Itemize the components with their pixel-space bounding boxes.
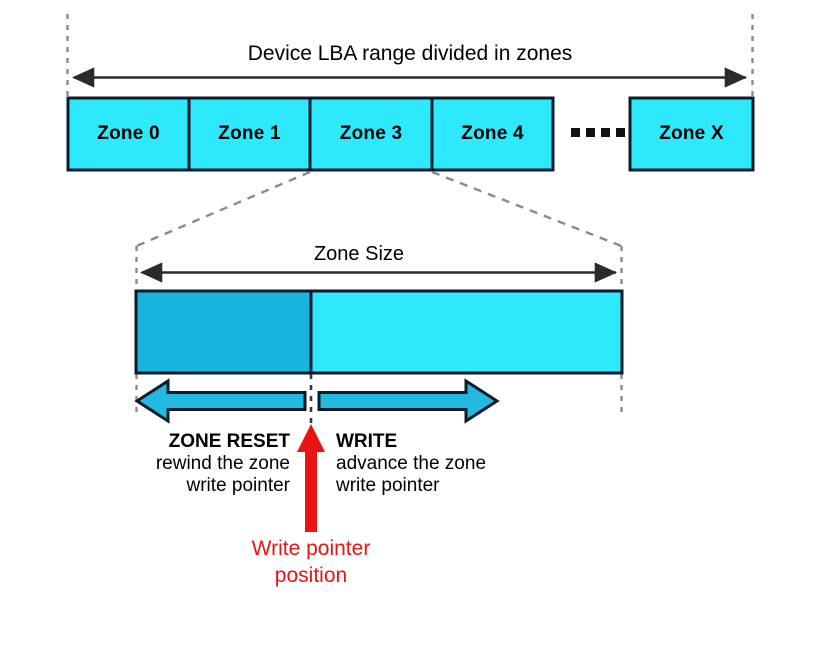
write-pointer-up-arrow <box>297 424 325 532</box>
zone-label-0: Zone 0 <box>97 123 160 144</box>
zone-ellipsis-dots <box>571 128 625 137</box>
zone-reset-heading: ZONE RESET <box>168 431 290 452</box>
write-body-line-1: advance the zone <box>336 453 487 474</box>
callout-connector-right <box>431 170 622 248</box>
zone-label-1: Zone 1 <box>218 123 281 144</box>
write-pointer-line-2: position <box>274 563 348 587</box>
zone-box-x[interactable] <box>628 96 755 172</box>
write-caption: WRITE advance the zone write pointer <box>336 431 556 497</box>
zone-box-4[interactable] <box>430 96 555 172</box>
write-pointer-caption: Write pointer position <box>181 536 441 590</box>
write-pointer-line-1: Write pointer <box>251 537 371 560</box>
write-body-line-2: write pointer <box>336 475 440 496</box>
zone-reset-arrow <box>134 378 307 424</box>
zone-unwritten-region[interactable] <box>309 289 624 375</box>
write-heading: WRITE <box>336 431 398 452</box>
zone-reset-body-line-2: write pointer <box>186 475 291 496</box>
zone-label-x: Zone X <box>659 123 724 144</box>
zone-box-3[interactable] <box>308 96 434 172</box>
zone-reset-body-line-1: rewind the zone <box>155 453 290 474</box>
zone-label-4: Zone 4 <box>461 123 524 144</box>
zone-reset-caption: ZONE RESET rewind the zone write pointer <box>100 431 290 497</box>
zone-box-0[interactable] <box>66 96 191 172</box>
zone-label-3: Zone 3 <box>339 123 403 144</box>
zone-size-label: Zone Size <box>313 243 405 265</box>
callout-connector-left <box>136 170 311 248</box>
write-arrow <box>317 378 500 424</box>
page-title: Device LBA range divided in zones <box>247 42 573 65</box>
zone-written-region[interactable] <box>134 289 313 375</box>
